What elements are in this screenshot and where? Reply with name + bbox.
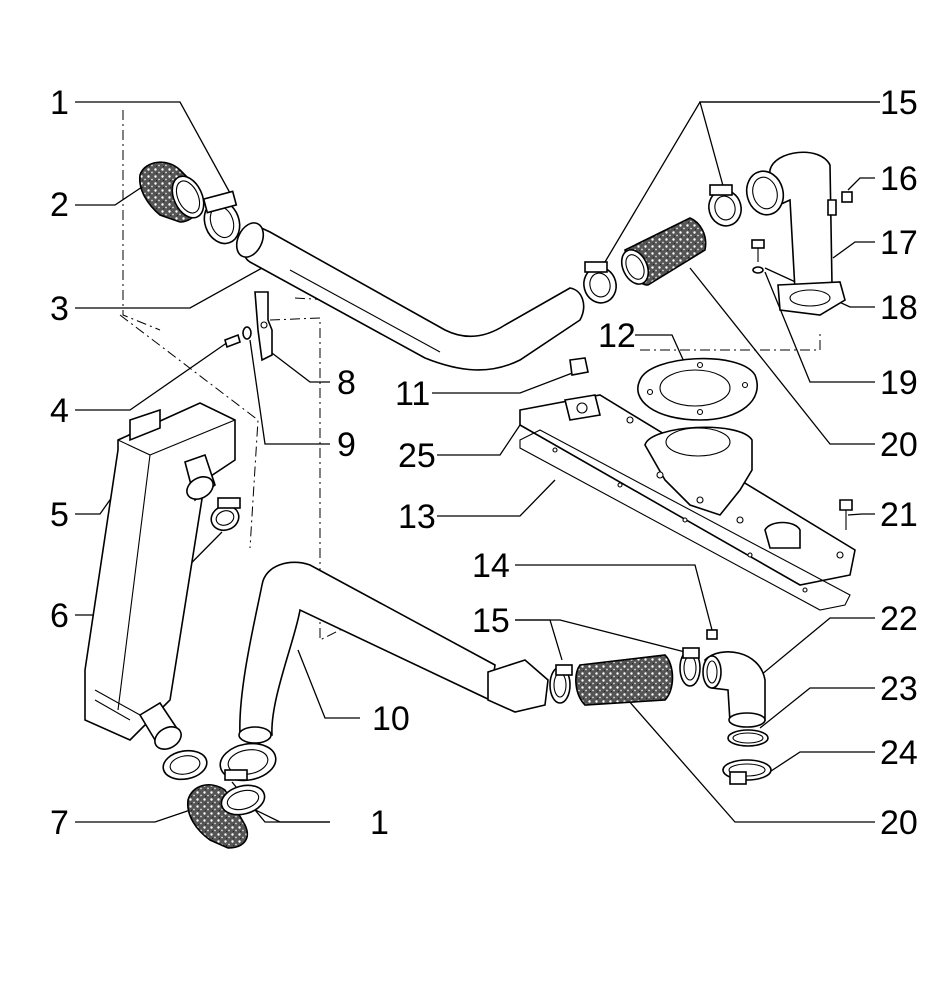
callout-8: 8 <box>337 364 356 402</box>
callout-2: 2 <box>50 186 69 224</box>
washer <box>242 326 252 340</box>
bracket <box>254 291 273 362</box>
upper-clamp <box>202 190 241 245</box>
manifold-gasket <box>519 429 851 611</box>
plug <box>841 191 853 203</box>
elbow-fitting <box>702 651 766 728</box>
elbow-pipe <box>745 151 846 316</box>
callout-20-lower: 20 <box>880 804 918 842</box>
flange-gasket <box>637 357 758 421</box>
callout-16: 16 <box>880 160 918 198</box>
callout-17: 17 <box>880 224 918 262</box>
callout-15-upper: 15 <box>880 84 918 122</box>
callout-9: 9 <box>337 426 356 464</box>
callout-23: 23 <box>880 670 918 708</box>
callout-5: 5 <box>50 496 69 534</box>
lower-hose <box>186 784 266 849</box>
callout-22: 22 <box>880 600 918 638</box>
callout-11: 11 <box>395 375 430 413</box>
callout-25: 25 <box>398 437 436 475</box>
lower-right-clamps <box>549 647 701 704</box>
callout-15-lower: 15 <box>472 602 510 640</box>
callout-12: 12 <box>598 317 636 355</box>
callout-24: 24 <box>880 734 918 772</box>
nut <box>706 629 718 640</box>
o-ring <box>727 729 769 747</box>
callout-1-lower: 1 <box>370 804 389 842</box>
callout-18: 18 <box>880 289 918 327</box>
callout-13: 13 <box>398 498 436 536</box>
callout-7: 7 <box>50 804 69 842</box>
cap-plug <box>569 357 589 376</box>
callout-10: 10 <box>372 700 410 738</box>
callout-4: 4 <box>50 392 69 430</box>
callout-labels: 1 2 3 4 5 6 7 8 9 10 1 11 12 25 13 14 15… <box>50 84 918 842</box>
callout-21: 21 <box>880 496 918 534</box>
callout-14: 14 <box>472 547 510 585</box>
bolt <box>751 239 765 262</box>
callout-3: 3 <box>50 290 69 328</box>
callout-19: 19 <box>880 364 918 402</box>
intercooler <box>84 402 236 750</box>
upper-hose-sleeve <box>620 217 707 286</box>
lower-charge-pipe <box>238 561 549 744</box>
upper-charge-pipe <box>235 222 585 371</box>
upper-hose <box>138 161 205 223</box>
manifold-bolt <box>839 499 853 530</box>
gasket-washer <box>752 266 764 274</box>
callout-20-upper: 20 <box>880 426 918 464</box>
upper-right-clamps <box>583 184 742 304</box>
screw <box>224 333 241 349</box>
lower-clamps <box>162 742 277 782</box>
lower-hose-sleeve <box>575 654 674 706</box>
intake-manifold <box>519 394 856 586</box>
callout-6: 6 <box>50 597 69 635</box>
lower-right-clamp <box>722 759 772 785</box>
callout-1-upper: 1 <box>50 84 69 122</box>
intercooler-clamp <box>210 497 241 532</box>
